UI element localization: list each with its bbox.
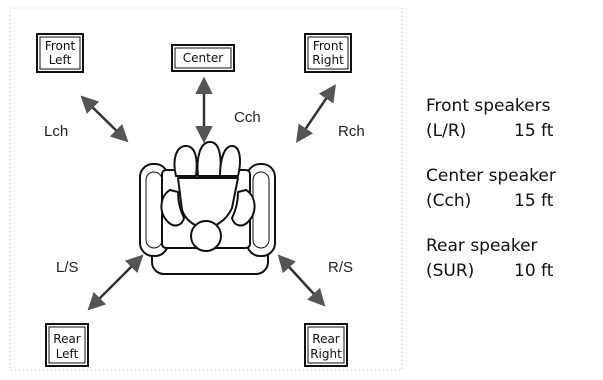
center-speaker: Center [171, 44, 235, 72]
rear-right-speaker: Rear Right [304, 323, 348, 367]
legend-center-row: (Cch) 15 ft [426, 189, 603, 214]
legend-front-row: (L/R) 15 ft [426, 119, 603, 144]
legend-front-distance: 15 ft [514, 121, 554, 141]
listener-armchair [139, 141, 276, 275]
distance-legend: Front speakers (L/R) 15 ft Center speake… [426, 94, 603, 304]
rear-right-label-line2: Right [310, 347, 342, 361]
room-boundary [9, 7, 403, 371]
legend-rear-distance: 10 ft [514, 261, 554, 281]
legend-rear-row: (SUR) 10 ft [426, 259, 603, 284]
front-left-speaker: Front Left [36, 33, 84, 73]
rear-right-label-line1: Rear [312, 332, 340, 346]
front-right-arrow [296, 84, 336, 143]
legend-center-title: Center speaker [426, 166, 556, 186]
lch-label: Lch [44, 123, 68, 140]
legend-center-distance: 15 ft [514, 191, 554, 211]
rear-left-label-line2: Left [56, 347, 79, 361]
front-left-arrow [80, 95, 129, 143]
front-right-speaker: Front Right [304, 33, 352, 73]
legend-center: Center speaker (Cch) 15 ft [426, 164, 603, 214]
rear-left-label-line1: Rear [53, 332, 81, 346]
rs-label: R/S [328, 259, 353, 276]
rear-left-arrow [87, 254, 144, 311]
cch-label: Cch [234, 109, 261, 126]
rear-right-arrow [277, 254, 326, 307]
legend-rear-code: (SUR) [426, 261, 475, 281]
legend-rear: Rear speaker (SUR) 10 ft [426, 234, 603, 284]
legend-front-title: Front speakers [426, 96, 551, 116]
legend-center-code: (Cch) [426, 191, 472, 211]
rear-left-speaker: Rear Left [45, 323, 89, 367]
front-left-label-line2: Left [49, 53, 72, 67]
legend-front-code: (L/R) [426, 121, 467, 141]
legend-rear-title: Rear speaker [426, 236, 538, 256]
center-label: Center [183, 51, 223, 65]
front-left-label-line1: Front [45, 39, 76, 53]
front-right-label-line1: Front [313, 39, 344, 53]
rch-label: Rch [338, 123, 365, 140]
front-right-label-line2: Right [312, 53, 344, 67]
legend-front: Front speakers (L/R) 15 ft [426, 94, 603, 144]
ls-label: L/S [56, 259, 79, 276]
